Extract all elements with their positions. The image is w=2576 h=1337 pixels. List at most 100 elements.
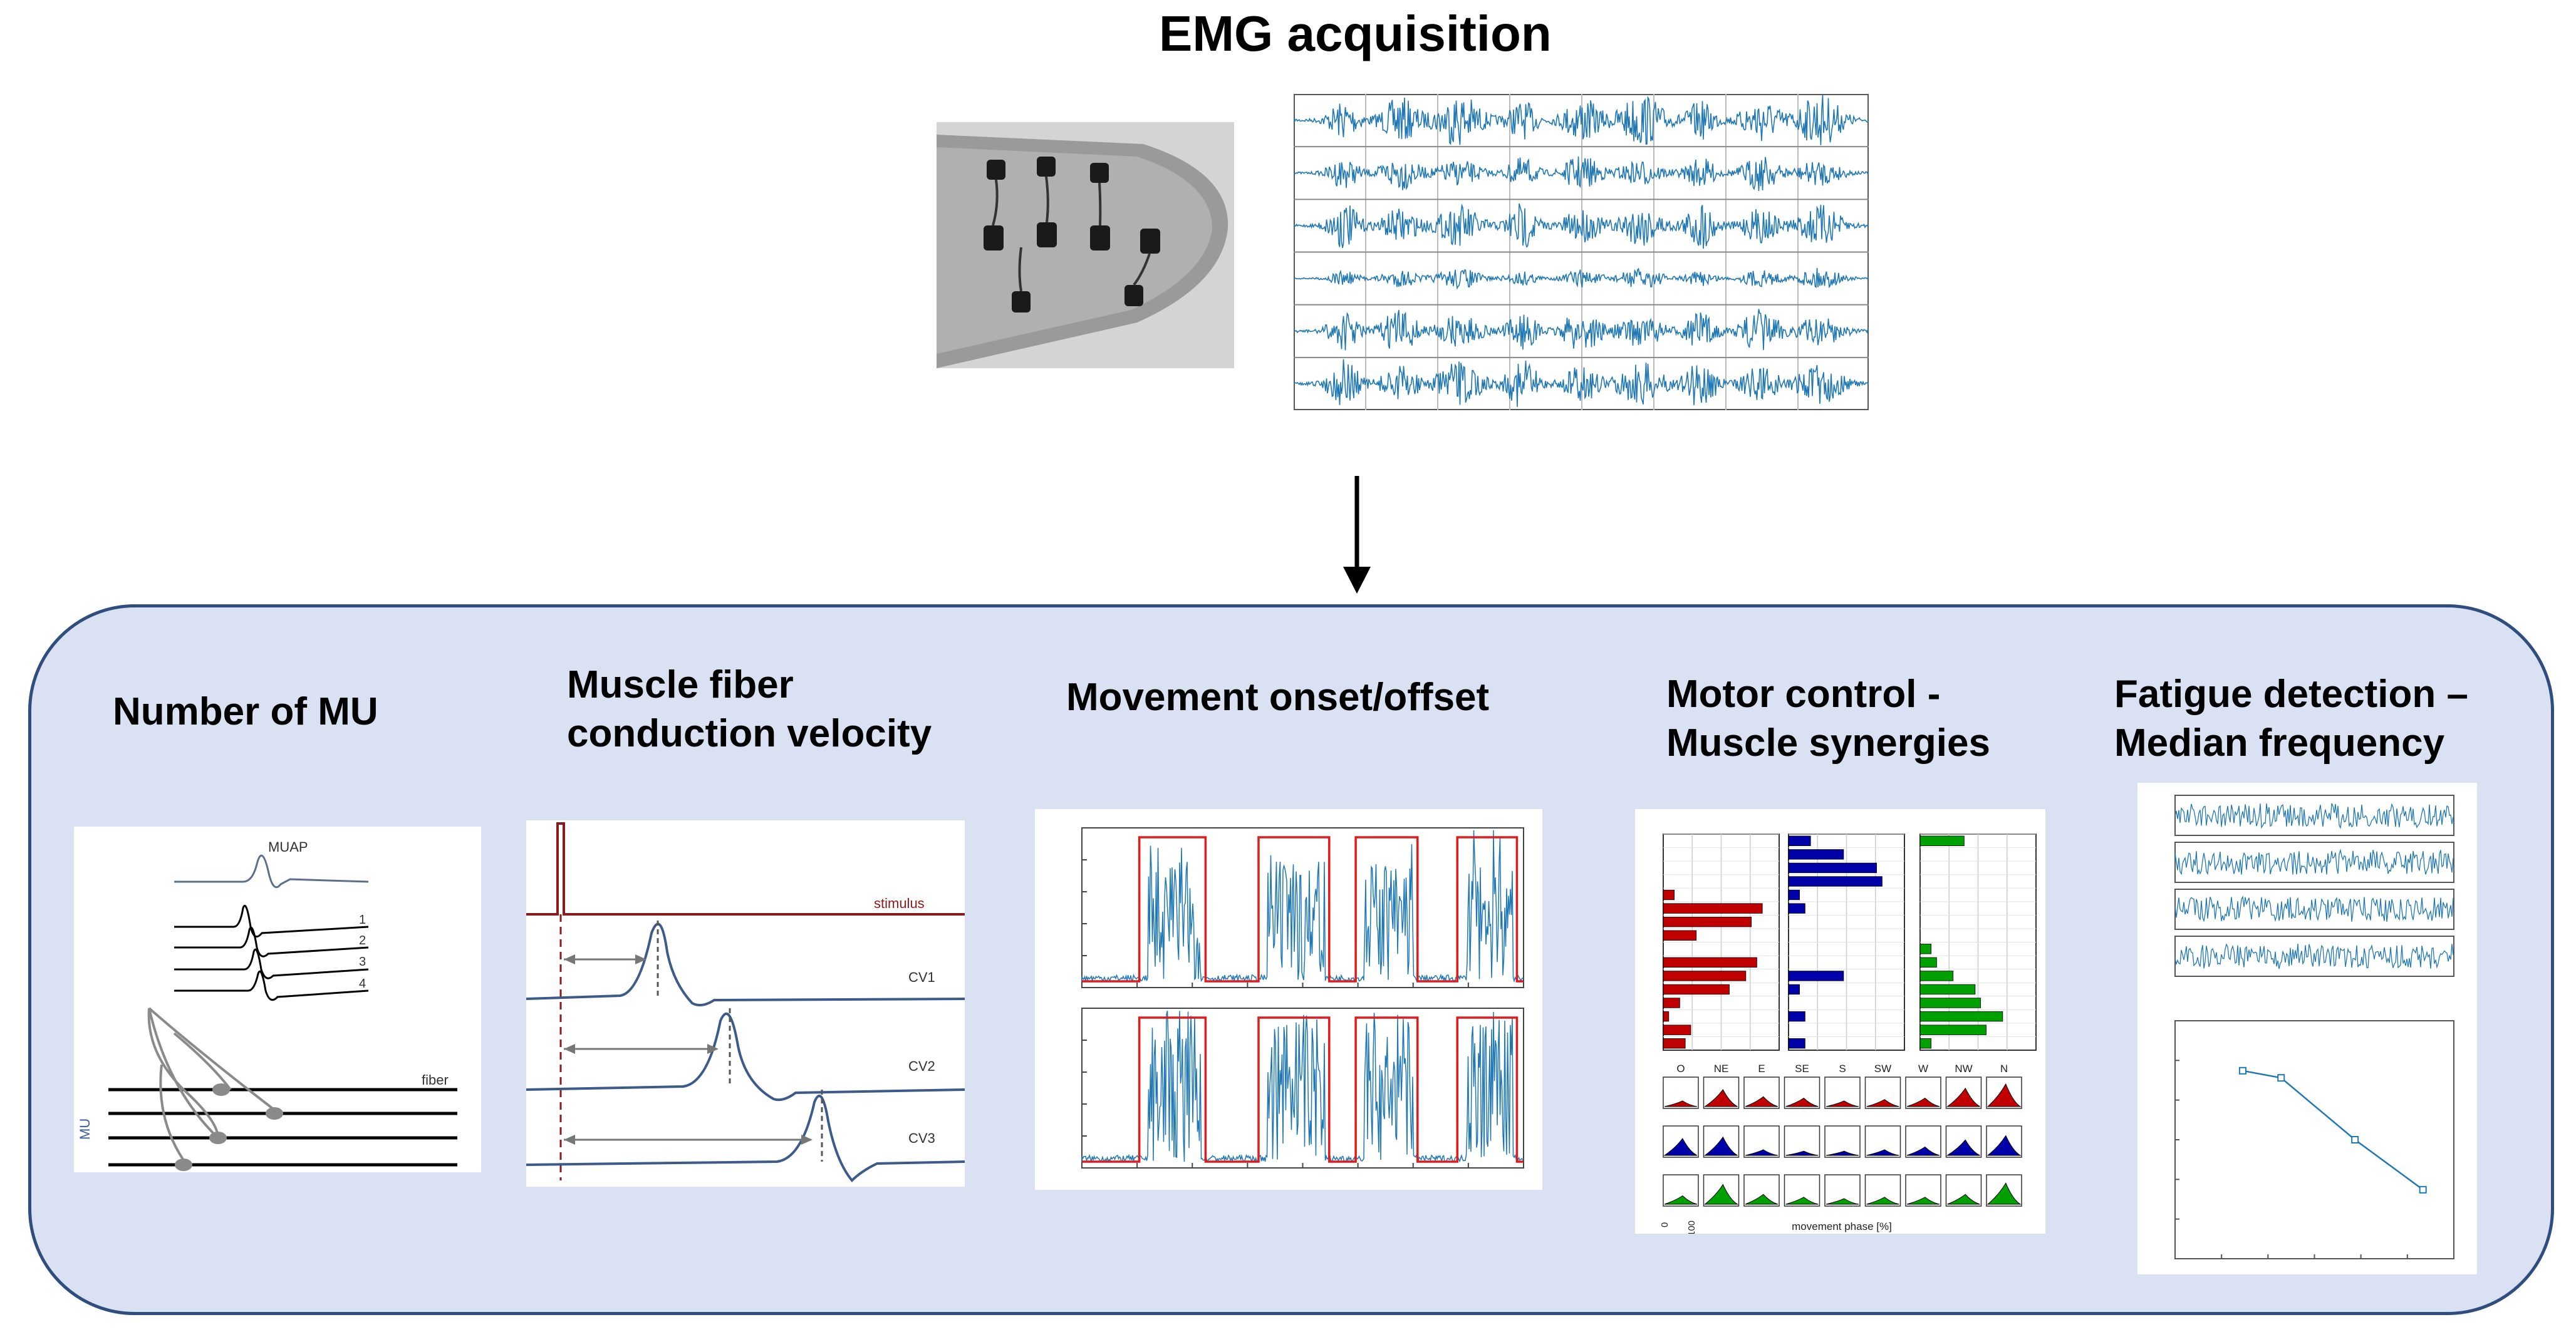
activation-profile xyxy=(1745,1194,1779,1205)
emg-channel-trace xyxy=(1294,94,1869,145)
synergy-weight-bar xyxy=(1919,984,1976,995)
emg-envelope-trace xyxy=(1081,1010,1524,1164)
activation-profile xyxy=(1826,1150,1859,1156)
synergy-weight-bar xyxy=(1788,876,1883,887)
activation-profile xyxy=(1826,1100,1859,1107)
emg-channel-trace xyxy=(1294,359,1869,407)
electrode-photo xyxy=(937,122,1234,368)
activation-profile xyxy=(1785,1197,1819,1205)
activation-profile xyxy=(1946,1087,1980,1107)
median-frequency-point xyxy=(2277,1074,2285,1082)
mu-title: Number of MU xyxy=(113,690,378,733)
flow-arrow xyxy=(1341,476,1373,595)
synergy-weight-bar xyxy=(1788,984,1800,995)
activation-profile xyxy=(1987,1083,2022,1107)
synergy-weight-bar xyxy=(1663,889,1675,901)
synergy-weight-bar xyxy=(1919,1038,1931,1049)
mu-axis-label: MU xyxy=(77,1118,93,1140)
synergy-weight-bar xyxy=(1663,984,1730,995)
synergy-weight-bar xyxy=(1788,835,1811,846)
synergy-weight-bar xyxy=(1788,903,1805,914)
synergy-weight-bar xyxy=(1663,1038,1686,1049)
onset-title: Movement onset/offset xyxy=(1066,676,1490,719)
emg-channel-trace xyxy=(1294,309,1869,351)
activation-profile xyxy=(1866,1099,1899,1107)
synergy-weight-bar xyxy=(1919,971,1954,981)
synergy-weight-bar xyxy=(1788,889,1800,901)
synergy-weight-bar xyxy=(1663,1011,1670,1022)
muap-label: MUAP xyxy=(268,839,308,855)
direction-label: O xyxy=(1676,1063,1685,1075)
direction-label: NW xyxy=(1955,1063,1972,1075)
synergy-weight-bar xyxy=(1663,1025,1691,1035)
direction-label: S xyxy=(1839,1063,1846,1075)
activation-profile xyxy=(1866,1197,1899,1205)
raw-emg-trace xyxy=(2174,849,2454,875)
activation-profile xyxy=(1987,1182,2022,1205)
synergy-weight-bar xyxy=(1663,916,1752,927)
direction-label: N xyxy=(2000,1063,2008,1075)
activation-profile xyxy=(1906,1197,1940,1205)
axis-hundred-label: 100 xyxy=(1686,1221,1697,1234)
cv-diagram: stimulus CV1 CV2 CV3 xyxy=(526,820,965,1187)
median-frequency-axes xyxy=(2174,1020,2454,1259)
synergy-weight-bar xyxy=(1788,849,1844,860)
synergy-weight-bar xyxy=(1919,998,1981,1008)
activation-profile xyxy=(1664,1195,1698,1205)
raw-emg-trace xyxy=(2174,896,2454,922)
direction-label: E xyxy=(1758,1063,1765,1075)
activation-profile xyxy=(1946,1139,1980,1156)
synergy-weight-bar xyxy=(1919,1011,2003,1022)
trace-3-label: 3 xyxy=(359,955,366,969)
activation-profile xyxy=(1664,1100,1698,1107)
fatigue-plot xyxy=(2137,783,2477,1274)
activation-profile xyxy=(1906,1146,1940,1156)
raw-emg-trace xyxy=(2174,943,2454,969)
synergy-weight-bar xyxy=(1788,1011,1805,1022)
synergy-weight-bar xyxy=(1663,930,1697,941)
emg-channel-trace xyxy=(1294,267,1869,290)
synergy-weight-bar xyxy=(1663,998,1680,1008)
direction-label: NE xyxy=(1714,1063,1729,1075)
activation-profile xyxy=(1826,1198,1859,1205)
activation-profile-axes xyxy=(1663,1174,1699,1207)
emg-channel-trace xyxy=(1294,156,1869,192)
activation-profile xyxy=(1745,1149,1779,1156)
trace-1-label: 1 xyxy=(359,913,366,927)
movement-phase-axis-label: movement phase [%] xyxy=(1792,1221,1892,1232)
activation-profile xyxy=(1785,1150,1819,1156)
activation-profile xyxy=(1866,1149,1899,1156)
median-frequency-point xyxy=(2238,1066,2246,1075)
median-frequency-point xyxy=(2419,1185,2427,1194)
synergy-title: Motor control - Muscle synergies xyxy=(1666,673,1990,765)
activation-profile xyxy=(1906,1097,1940,1107)
synergy-weight-bar xyxy=(1919,835,1965,846)
activation-profile xyxy=(1785,1097,1819,1107)
cv-title: Muscle fiber conduction velocity xyxy=(567,663,932,755)
activation-profile xyxy=(1703,1089,1738,1107)
activation-profile xyxy=(1663,1138,1698,1156)
onset-offset-window xyxy=(1082,1016,1524,1163)
cv1-label: CV1 xyxy=(908,969,935,985)
synergy-weight-bar xyxy=(1919,957,1937,968)
trace-4-label: 4 xyxy=(359,977,366,991)
emg-channel-trace xyxy=(1294,203,1869,249)
cv3-label: CV3 xyxy=(908,1130,935,1146)
emg-envelope-trace xyxy=(1081,830,1524,983)
activation-profile xyxy=(1704,1184,1739,1205)
fiber-label: fiber xyxy=(422,1072,449,1088)
synergy-weight-bar xyxy=(1663,971,1747,981)
page-title: EMG acquisition xyxy=(1159,6,1552,61)
direction-label: SE xyxy=(1795,1063,1809,1075)
stimulus-label: stimulus xyxy=(874,896,925,911)
raw-emg-trace xyxy=(2174,803,2454,829)
synergy-weight-bar xyxy=(1663,957,1757,968)
synergy-weight-bar xyxy=(1788,862,1877,874)
raw-emg-axes xyxy=(2174,842,2454,883)
emg-signals-plot xyxy=(1294,94,1869,410)
synergy-weight-bar xyxy=(1788,1038,1805,1049)
fatigue-title: Fatigue detection – Median frequency xyxy=(2114,673,2468,765)
axis-zero-label: 0 xyxy=(1659,1222,1670,1227)
raw-emg-axes xyxy=(2174,795,2454,836)
